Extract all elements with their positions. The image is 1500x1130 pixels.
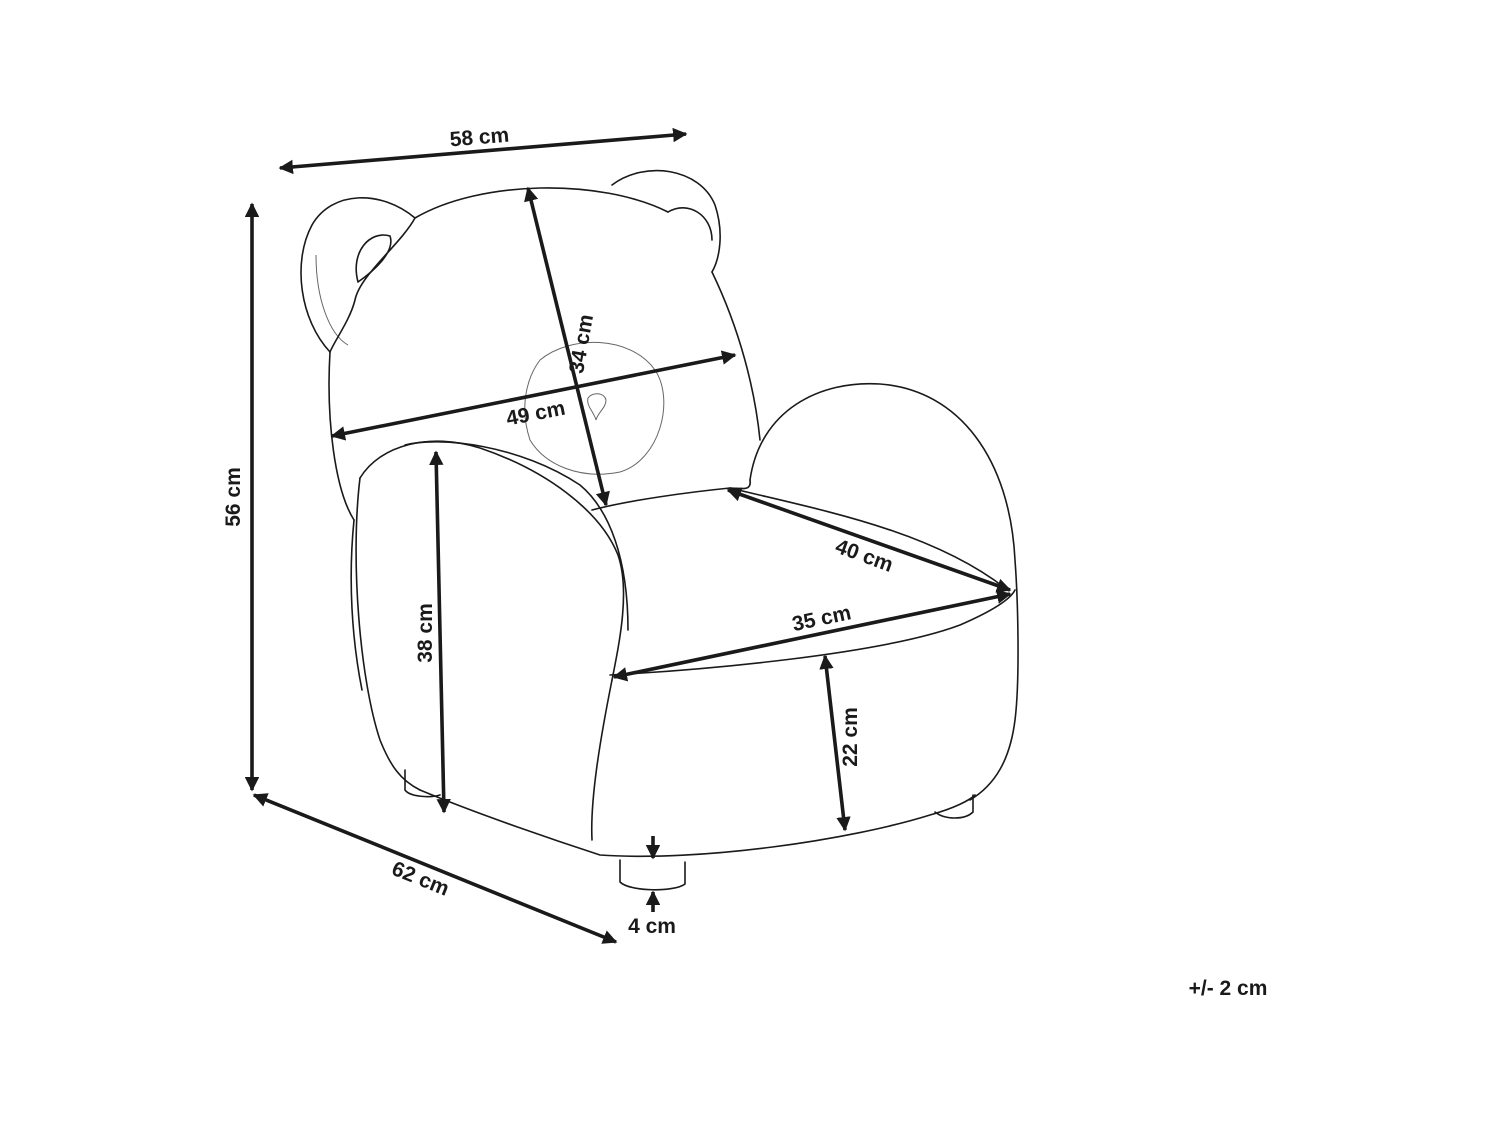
leg-height-label: 4 cm [628, 915, 676, 938]
chair-outline [300, 169, 1019, 891]
right-ear-inner [667, 207, 713, 241]
dimension-lines [244, 127, 1012, 944]
seat-depth-label: 40 cm [832, 535, 896, 577]
width-label: 58 cm [449, 124, 510, 152]
seat-depth-arrow [726, 487, 1012, 593]
seat-width-label: 35 cm [790, 601, 853, 636]
seat-height-arrow [819, 654, 851, 832]
leg-front [619, 859, 686, 891]
height-label: 56 cm [222, 467, 245, 527]
backrest-width-arrow [330, 350, 737, 441]
base [419, 789, 976, 858]
nose-mark [587, 393, 607, 421]
width-arrow [278, 127, 688, 175]
left-armrest [359, 440, 625, 681]
seat-height-label: 22 cm [839, 707, 862, 767]
armrest-height-arrow [429, 450, 451, 814]
backrest-height-arrow [524, 186, 610, 507]
tolerance-label: +/- 2 cm [1189, 977, 1268, 1000]
seat-front [609, 589, 1016, 676]
depth-arrow [252, 793, 618, 944]
leg-right [934, 794, 974, 819]
left-ear-inner [355, 234, 392, 283]
backrest-width-label: 49 cm [504, 397, 567, 431]
left-ear [300, 197, 416, 353]
dimension-labels: 58 cm 56 cm 62 cm 34 cm 49 cm 40 cm 35 c… [222, 124, 1267, 1000]
backrest [328, 187, 761, 521]
right-ear [611, 169, 721, 273]
seat-width-arrow [612, 589, 1012, 682]
armrest-height-label: 38 cm [414, 603, 437, 663]
backrest-height-label: 34 cm [565, 313, 598, 376]
right-armrest [749, 382, 1019, 801]
